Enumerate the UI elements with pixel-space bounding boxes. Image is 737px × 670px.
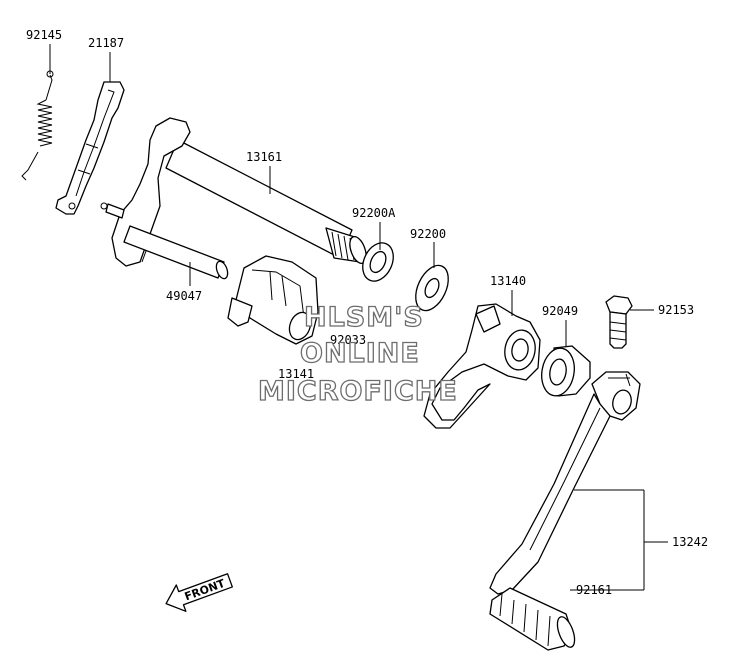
label-92153: 92153 [658,303,694,317]
front-label: FRONT [183,577,227,604]
label-13140: 13140 [490,274,526,288]
washer-92200A [362,242,394,282]
label-92049: 92049 [542,304,578,318]
label-92200: 92200 [410,227,446,241]
shift-arm-13140 [423,303,541,429]
washer-92200 [415,264,449,312]
label-49047: 49047 [166,289,202,303]
watermark-line-1: HLSM'S [304,302,424,333]
bolt-92153 [605,295,633,349]
label-92200A: 92200A [352,206,396,220]
label-13161: 13161 [246,150,282,164]
plate-21187 [55,81,125,215]
front-arrow: FRONT [165,573,233,612]
shift-pedal-13242 [489,371,641,651]
label-92145: 92145 [26,28,62,42]
shift-cam-13141 [227,255,319,345]
spring-92145 [21,70,54,181]
part-labels: 92145 21187 13161 92200A 92200 49047 131… [26,28,708,597]
watermark-line-3: MICROFICHE [258,376,458,407]
label-92161: 92161 [576,583,612,597]
label-21187: 21187 [88,36,124,50]
bearing-92049 [541,345,591,397]
label-13242: 13242 [672,535,708,549]
watermark-line-2: ONLINE [300,338,420,369]
label-92033: 92033 [330,333,366,347]
leader-lines [49,44,668,591]
pin-49047 [123,225,229,280]
watermark: HLSM'S ONLINE MICROFICHE [257,301,458,407]
label-13141: 13141 [278,367,314,381]
front-arrow-icon [165,573,233,612]
